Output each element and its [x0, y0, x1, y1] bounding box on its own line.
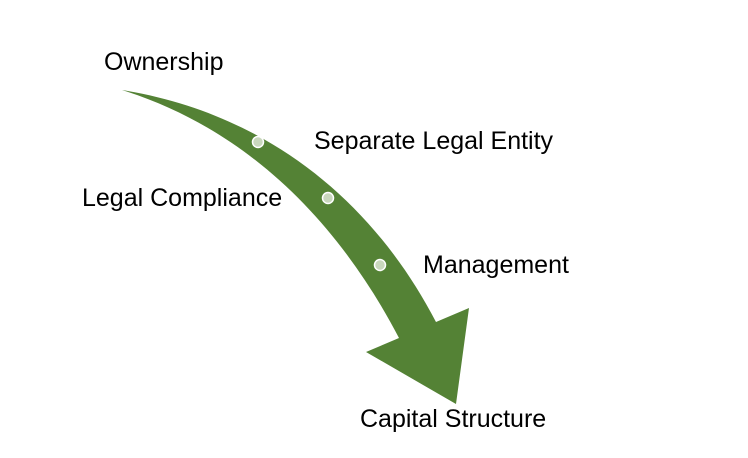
curved-arrow-shape — [122, 90, 469, 404]
step-label-management: Management — [423, 251, 569, 279]
step-marker-management — [373, 258, 387, 272]
step-label-separate-legal-entity: Separate Legal Entity — [314, 127, 554, 155]
step-marker-legal-compliance — [321, 191, 335, 205]
step-marker-separate-legal-entity — [251, 135, 265, 149]
step-label-capital-structure: Capital Structure — [360, 405, 547, 433]
step-label-legal-compliance: Legal Compliance — [82, 184, 283, 212]
step-label-ownership: Ownership — [104, 48, 224, 76]
